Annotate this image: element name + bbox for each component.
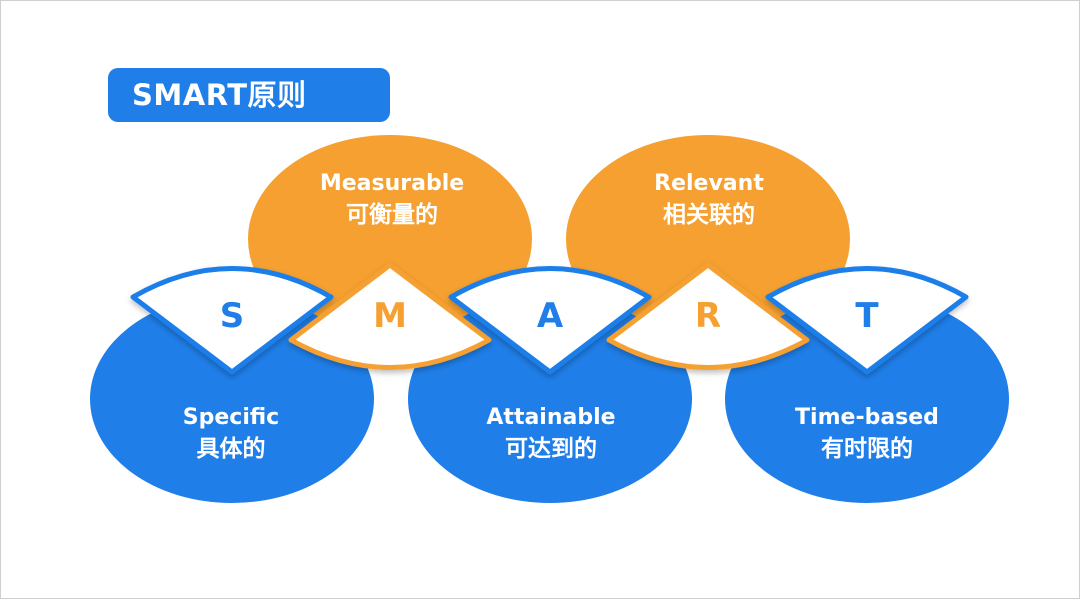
letter-m: M	[373, 296, 407, 336]
label-measurable-zh: 可衡量的	[346, 201, 438, 228]
fan-t	[765, 266, 969, 375]
letters: S M A R T	[220, 296, 880, 336]
label-attainable-en: Attainable	[486, 405, 615, 430]
label-relevant-en: Relevant	[654, 171, 764, 196]
title-badge: SMART原则	[108, 68, 390, 122]
letter-a: A	[537, 296, 564, 336]
fan-r	[606, 262, 810, 370]
fan-shapes	[130, 262, 969, 375]
fan-m	[288, 262, 492, 370]
letter-s: S	[220, 296, 245, 336]
label-specific-zh: 具体的	[197, 435, 266, 462]
label-relevant-zh: 相关联的	[663, 201, 755, 228]
letter-r: R	[695, 296, 721, 336]
letter-t: T	[855, 296, 879, 336]
fan-s	[130, 266, 334, 375]
label-time-based-en: Time-based	[795, 405, 939, 430]
fan-a	[448, 266, 652, 375]
label-specific-en: Specific	[183, 405, 279, 430]
label-measurable-en: Measurable	[320, 171, 464, 196]
circle-labels: Measurable 可衡量的 Relevant 相关联的 Specific 具…	[183, 171, 939, 462]
label-time-based-zh: 有时限的	[821, 435, 913, 462]
label-attainable-zh: 可达到的	[505, 435, 597, 462]
